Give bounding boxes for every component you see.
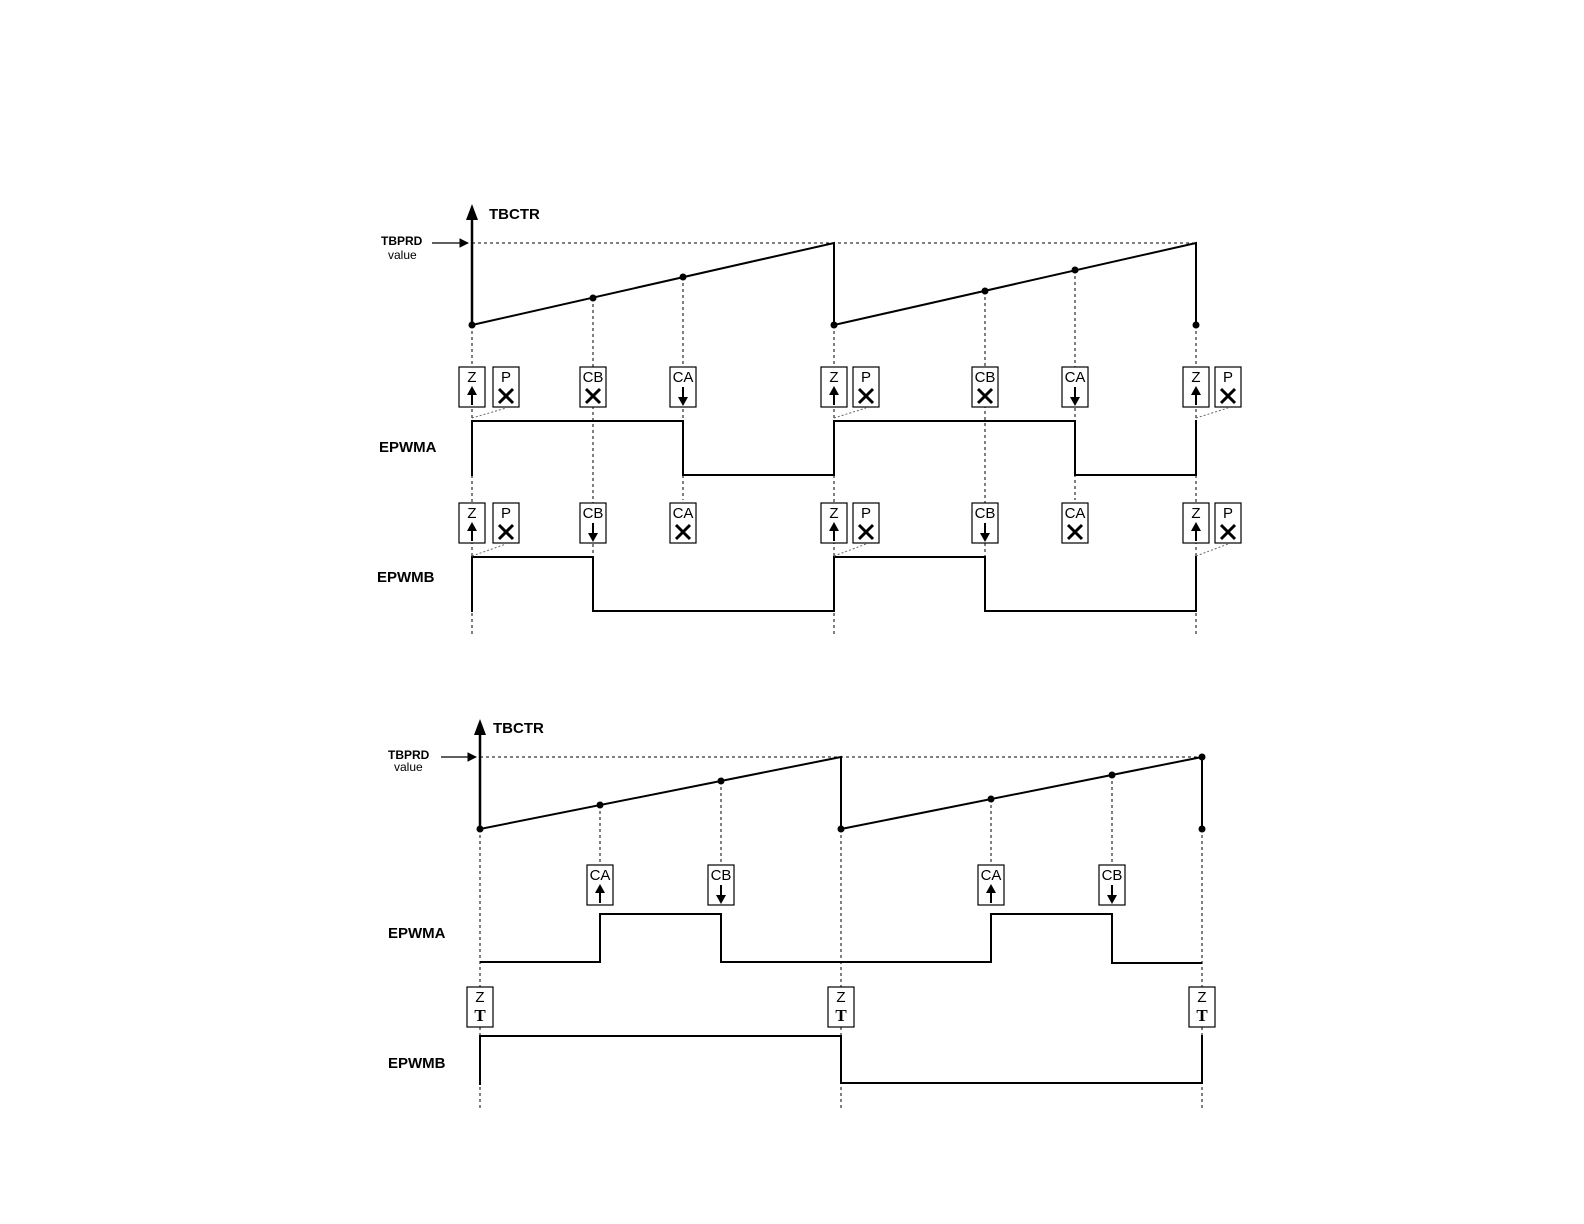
axis-arrow-icon <box>474 719 486 735</box>
event-label: P <box>1223 369 1233 386</box>
action-event-box: ZT <box>828 987 854 1027</box>
action-event-box: CA <box>670 503 696 543</box>
event-label: Z <box>1197 989 1206 1006</box>
action-event-box: P <box>1215 367 1241 407</box>
event-label: CA <box>673 369 694 386</box>
event-label: Z <box>836 989 845 1006</box>
tbprd-value-label-1: value <box>388 248 417 262</box>
toggle-glyph: T <box>474 1006 486 1025</box>
epwmb-waveform-2 <box>480 1035 1202 1085</box>
event-label: CB <box>583 369 604 386</box>
event-label: P <box>861 369 871 386</box>
event-label: CA <box>1065 505 1086 522</box>
event-label: Z <box>1191 369 1200 386</box>
tbprd-value-label-2: value <box>394 760 423 774</box>
event-label: P <box>861 505 871 522</box>
event-label: CB <box>975 369 996 386</box>
action-event-box: Z <box>821 367 847 407</box>
action-event-box: ZT <box>467 987 493 1027</box>
tbctr-label-2: TBCTR <box>493 720 544 737</box>
action-event-box: Z <box>821 503 847 543</box>
event-label: Z <box>829 369 838 386</box>
action-event-box: CA <box>1062 367 1088 407</box>
event-label: CA <box>1065 369 1086 386</box>
action-event-box: CB <box>972 503 998 543</box>
epwmb-event-row-1: Z P CB CA Z P CB CA Z P <box>459 503 1241 543</box>
event-label: CA <box>673 505 694 522</box>
action-event-box: P <box>1215 503 1241 543</box>
epwmb-waveform-1 <box>472 556 1196 612</box>
action-event-box: CB <box>580 367 606 407</box>
event-label: CB <box>1102 867 1123 884</box>
event-label: Z <box>475 989 484 1006</box>
event-label: Z <box>1191 505 1200 522</box>
action-event-box: P <box>493 503 519 543</box>
counter-sawtooth-1 <box>472 243 1196 325</box>
action-event-box: CB <box>1099 865 1125 905</box>
diagram-1: TBCTR TBPRD value Z P CB CA <box>377 204 1241 636</box>
event-label: P <box>501 369 511 386</box>
action-event-box: ZT <box>1189 987 1215 1027</box>
epwma-event-row-2: CA CB CA CB <box>587 865 1125 905</box>
action-event-box: P <box>493 367 519 407</box>
event-label: P <box>501 505 511 522</box>
action-event-box: P <box>853 503 879 543</box>
event-label: Z <box>829 505 838 522</box>
epwma-waveform-1 <box>472 420 1196 476</box>
tbctr-label-1: TBCTR <box>489 206 540 223</box>
action-event-box: CB <box>972 367 998 407</box>
action-event-box: CA <box>587 865 613 905</box>
epwmb-label-2: EPWMB <box>388 1055 446 1072</box>
event-label: Z <box>467 505 476 522</box>
action-event-box: Z <box>1183 367 1209 407</box>
epwma-label-2: EPWMA <box>388 925 446 942</box>
epwma-label-1: EPWMA <box>379 439 437 456</box>
event-label: Z <box>467 369 476 386</box>
tbprd-label-1: TBPRD <box>381 234 423 248</box>
toggle-glyph: T <box>1196 1006 1208 1025</box>
axis-arrow-icon <box>466 204 478 220</box>
action-event-box: CA <box>670 367 696 407</box>
action-event-box: P <box>853 367 879 407</box>
event-label: CB <box>711 867 732 884</box>
event-label: CB <box>583 505 604 522</box>
action-event-box: Z <box>1183 503 1209 543</box>
event-label: P <box>1223 505 1233 522</box>
action-event-box: Z <box>459 503 485 543</box>
action-event-box: Z <box>459 367 485 407</box>
epwmb-label-1: EPWMB <box>377 569 435 586</box>
event-label: CA <box>590 867 611 884</box>
toggle-glyph: T <box>835 1006 847 1025</box>
epwma-event-row-1: Z P CB CA Z P CB CA Z P <box>459 367 1241 407</box>
period-point <box>1199 754 1206 761</box>
action-event-box: CB <box>580 503 606 543</box>
event-label: CA <box>981 867 1002 884</box>
action-event-box: CB <box>708 865 734 905</box>
counter-sawtooth-2 <box>480 757 1202 829</box>
event-label: CB <box>975 505 996 522</box>
action-event-box: CA <box>1062 503 1088 543</box>
action-event-box: CA <box>978 865 1004 905</box>
